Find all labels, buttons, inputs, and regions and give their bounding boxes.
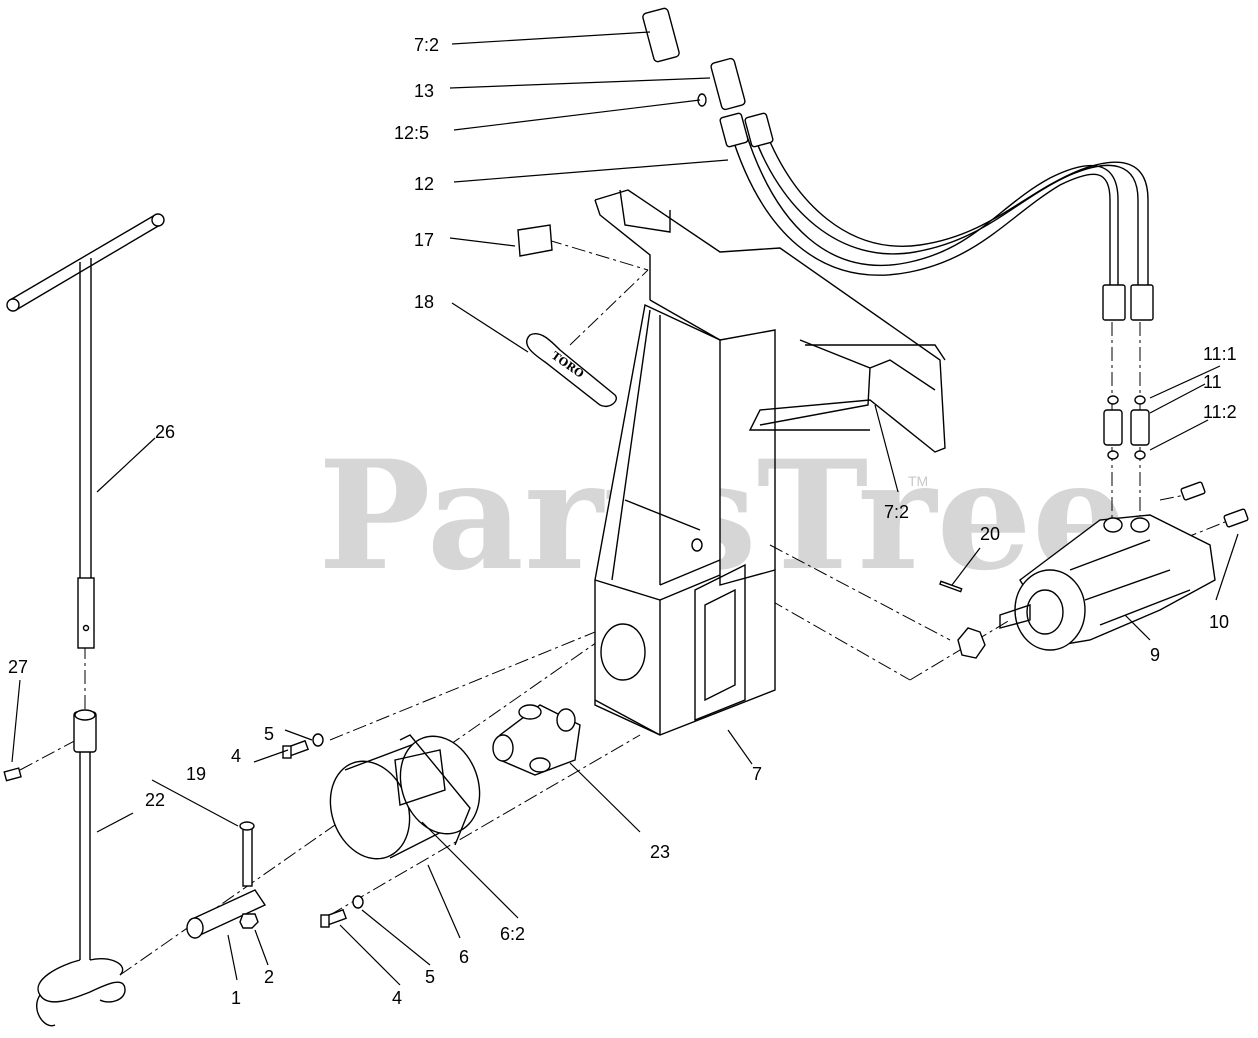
callout-23: 23 <box>650 842 670 862</box>
callout-20: 20 <box>980 524 1000 544</box>
coupler <box>186 821 267 939</box>
callout-5-bottom: 5 <box>425 967 435 987</box>
hydraulic-hoses <box>642 7 1154 321</box>
callout-11-2: 11:2 <box>1203 402 1237 422</box>
callout-6: 6 <box>459 947 469 967</box>
callout-7: 7 <box>752 764 762 784</box>
callout-9: 9 <box>1150 645 1160 665</box>
callout-4-top: 4 <box>231 746 241 766</box>
callout-10: 10 <box>1209 612 1229 632</box>
alignment-lines <box>19 239 1226 976</box>
main-frame <box>594 189 946 736</box>
callout-26: 26 <box>155 422 175 442</box>
callout-12-5: 12:5 <box>394 123 429 143</box>
callout-18: 18 <box>414 292 434 312</box>
callout-27: 27 <box>8 657 28 677</box>
callout-7-2: 7:2 <box>884 502 909 522</box>
callout-2: 2 <box>264 967 274 987</box>
callout-11-1: 11:1 <box>1203 344 1237 364</box>
callout-11: 11 <box>1203 372 1222 392</box>
callout-6-2: 6:2 <box>500 924 525 944</box>
t-handle <box>3 213 165 1027</box>
decals: TORO <box>517 224 617 407</box>
tube <box>329 734 481 860</box>
callout-13: 13 <box>414 81 434 101</box>
watermark-trademark: TM <box>908 473 928 489</box>
callout-5-top: 5 <box>264 724 274 744</box>
callout-4-bottom: 4 <box>392 988 402 1008</box>
callout-labels: 7:2 13 12:5 12 17 18 11:1 11 11:2 7:2 20… <box>8 35 1237 1008</box>
callout-14: 7:2 <box>414 35 439 55</box>
callout-1: 1 <box>231 988 241 1008</box>
fittings <box>1103 395 1150 460</box>
hardware <box>282 733 364 928</box>
callout-19: 19 <box>186 764 206 784</box>
cross-fitting <box>492 704 581 776</box>
watermark-text: PartsTree <box>318 428 1127 604</box>
leader-lines <box>11 31 1239 986</box>
hydraulic-motor <box>939 481 1249 659</box>
watermark: PartsTree TM <box>318 428 1127 604</box>
callout-12: 12 <box>414 174 434 194</box>
callout-22: 22 <box>145 790 165 810</box>
callout-17: 17 <box>414 230 434 250</box>
